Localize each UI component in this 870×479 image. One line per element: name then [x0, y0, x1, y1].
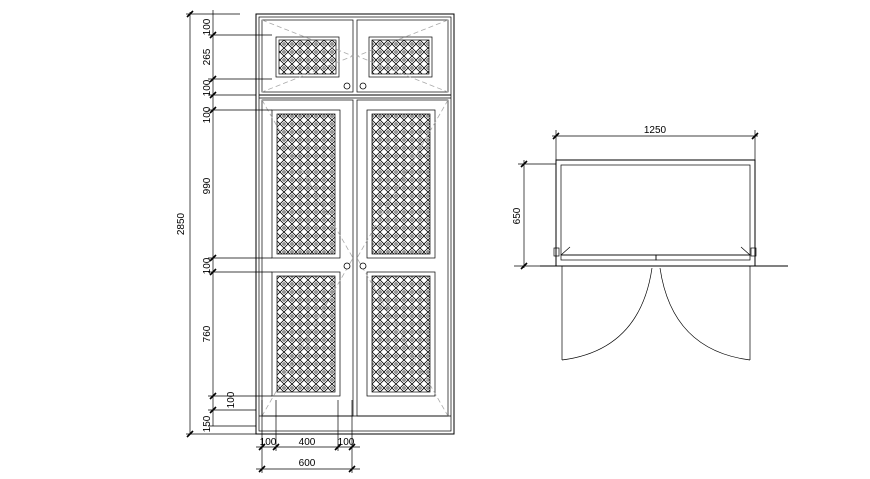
- right-main-panel-frame: [366, 109, 436, 259]
- plan-carcass: [555, 159, 756, 267]
- vertical-dimensions: 100 265 100 100 990 100 760 100 150 2850: [176, 10, 272, 438]
- dim-base: 150: [202, 415, 213, 432]
- right-bottom-panel-frame: [366, 271, 436, 397]
- dim-total-height: 2850: [176, 212, 187, 235]
- dim-lock-rail: 100: [202, 257, 213, 274]
- dim-bottom-rail: 100: [226, 391, 237, 408]
- upper-left-swing-line: [261, 19, 355, 93]
- upper-right-panel-frame: [368, 36, 433, 78]
- dim-main-panel: 990: [202, 177, 213, 194]
- upper-right-lattice-panel: [371, 39, 430, 75]
- plan-right-door-leaf: [655, 254, 751, 261]
- right-main-lattice-panel: [371, 113, 431, 255]
- dim-top-rail: 100: [202, 18, 213, 35]
- plan-left-door-leaf: [560, 254, 657, 261]
- upper-right-swing-line: [355, 19, 449, 93]
- left-main-lattice-panel: [276, 113, 336, 255]
- plan-left-swing-arc: [561, 267, 653, 361]
- dim-panel-width: 400: [299, 437, 316, 448]
- plan-width-label: 1250: [644, 125, 667, 136]
- plan-right-hinge-icon: [750, 247, 757, 257]
- dim-upper-panel: 265: [202, 48, 213, 65]
- plan-right-swing-arc: [659, 267, 751, 361]
- wardrobe-elevation: [255, 13, 455, 435]
- wardrobe-plan: 1250 650: [512, 125, 788, 361]
- upper-right-handle-icon: [359, 82, 367, 90]
- plan-depth-label: 650: [512, 207, 523, 224]
- plan-left-hinge-icon: [553, 247, 560, 257]
- dim-leaf-width: 600: [299, 458, 316, 469]
- left-bottom-panel-frame: [271, 271, 341, 397]
- lower-left-swing-line: [261, 99, 354, 417]
- plan-carcass-inner: [560, 164, 751, 256]
- inner-frame: [258, 16, 452, 432]
- upper-left-lattice-panel: [278, 39, 337, 75]
- right-bottom-lattice-panel: [371, 275, 431, 393]
- dim-right-stile: 100: [338, 437, 355, 448]
- upper-left-panel-frame: [275, 36, 340, 78]
- lower-left-handle-icon: [343, 262, 351, 270]
- dim-lower-panel: 760: [202, 325, 213, 342]
- horizontal-dimensions: 100 400 100 600: [256, 400, 360, 473]
- dim-rail-below-mid: 100: [202, 106, 213, 123]
- lower-right-swing-line: [356, 99, 449, 417]
- dim-mid-rail: 100: [202, 79, 213, 96]
- left-main-panel-frame: [271, 109, 341, 259]
- outer-frame: [255, 13, 455, 435]
- lower-right-handle-icon: [359, 262, 367, 270]
- upper-left-handle-icon: [343, 82, 351, 90]
- dim-left-stile: 100: [260, 437, 277, 448]
